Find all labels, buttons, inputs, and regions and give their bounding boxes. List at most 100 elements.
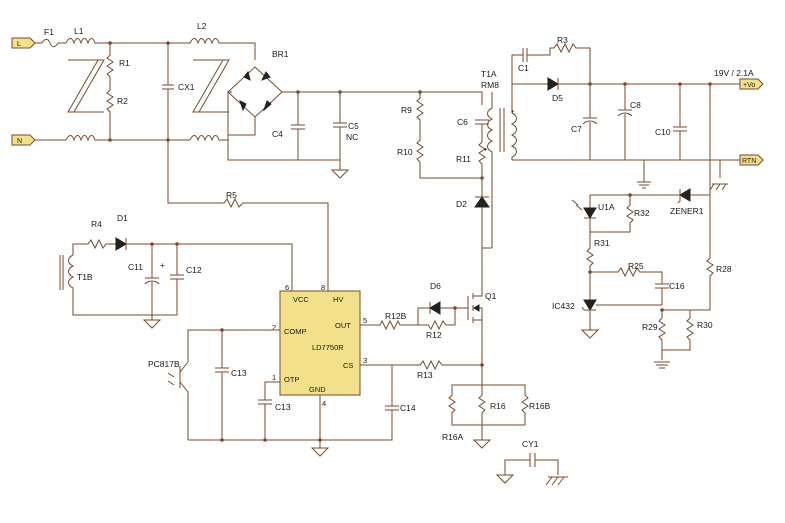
choke-l1-top	[65, 38, 165, 45]
u1a-label: U1A	[598, 202, 615, 212]
r12-label: R12	[426, 330, 442, 340]
r11-label: R11	[456, 154, 471, 164]
r28-label: R28	[716, 264, 732, 274]
vout-port-label: +Vo	[743, 82, 755, 89]
c13a-label: C13	[231, 368, 247, 378]
c8-label: C8	[630, 100, 641, 110]
c1-label: C1	[518, 63, 529, 73]
l1-label: L1	[74, 26, 84, 36]
hv-return	[227, 117, 341, 170]
r31-label: R31	[594, 238, 610, 248]
capacitor-c8	[617, 84, 633, 160]
r9-label: R9	[401, 105, 412, 115]
shunt-regulator-ic432	[583, 299, 597, 311]
ic-part-label: LD7750R	[312, 343, 344, 352]
c16-label: C16	[669, 281, 685, 291]
r29-label: R29	[642, 322, 658, 332]
rtn-port-label: RTN	[742, 158, 756, 165]
t1a-sec-leads	[511, 83, 540, 160]
line-input-port	[11, 37, 36, 49]
resistor-r5	[167, 140, 329, 283]
r16b-label: R16B	[529, 401, 551, 411]
transformer-t1a: T1A RM8 • •	[481, 69, 540, 248]
ground-secondary	[637, 160, 651, 189]
ground-cs	[472, 439, 492, 449]
vout-port	[739, 78, 764, 90]
u1a-light-arrows	[571, 199, 583, 211]
t1a-secondary-winding	[510, 112, 517, 158]
choke-l2-core2	[198, 59, 230, 113]
input-section: L N F1 L1 R1 R2 CX1 L2	[11, 21, 420, 179]
comp-wire	[187, 329, 280, 362]
mosfet-arrow	[473, 304, 480, 312]
neutral-port-label: N	[17, 138, 22, 145]
pin-cs-label: CS	[343, 361, 353, 370]
r4-wire	[72, 238, 116, 255]
pin8-number: 8	[321, 283, 325, 292]
c4-label: C4	[272, 129, 283, 139]
d2-bar	[475, 196, 489, 248]
cy1-body	[504, 453, 559, 475]
zener-diode	[679, 188, 691, 202]
resistor-r31	[586, 237, 594, 300]
capacitor-c13-otp	[258, 381, 280, 440]
snubber-c6-r11	[420, 91, 489, 178]
pin6-number: 6	[285, 283, 289, 292]
rm8-label: RM8	[481, 80, 499, 90]
ic-ld7750r	[279, 290, 361, 396]
pin-comp-label: COMP	[284, 327, 307, 336]
gate-drive-r12b	[360, 307, 430, 331]
d1-wire	[125, 238, 293, 283]
r13-label: R13	[417, 370, 433, 380]
pin-gnd-label: GND	[309, 385, 326, 394]
c5-note: NC	[346, 132, 358, 142]
pin5-number: 5	[363, 316, 367, 325]
mosfet-q1	[467, 280, 483, 365]
r16a-label: R16A	[442, 432, 464, 442]
capacitor-c10	[673, 84, 687, 160]
l2-label: L2	[197, 21, 207, 31]
bridge-diode-4	[262, 100, 272, 112]
comp-r25-c16	[590, 266, 669, 305]
choke-l2-core	[192, 59, 224, 113]
snubber-c1-r3	[511, 42, 591, 84]
ic-top-pins	[291, 283, 329, 291]
zener-wire	[590, 189, 681, 204]
t1b-winding	[68, 254, 152, 316]
rtn-port	[739, 154, 764, 166]
c13b-label: C13	[275, 402, 291, 412]
pin-vcc-label: VCC	[293, 295, 309, 304]
fuse-f1	[35, 38, 66, 48]
neutral-input-port	[11, 134, 36, 146]
gate-r12-d6	[418, 302, 456, 331]
pin-hv-label: HV	[333, 295, 343, 304]
d6-label: D6	[430, 281, 441, 291]
c6-label: C6	[457, 117, 468, 127]
ground-primary	[330, 169, 350, 179]
capacitor-c13-comp	[215, 330, 229, 440]
c10-label: C10	[655, 127, 671, 137]
r30-label: R30	[697, 320, 713, 330]
t1a-dot-pri: •	[484, 144, 487, 154]
capacitor-cx1	[162, 43, 174, 140]
aux-supply: R5 R4 D1 T1B C11 + C12	[59, 140, 329, 329]
choke-l1-bottom	[35, 135, 190, 142]
choke-l1-core	[67, 59, 99, 113]
cy1-label: CY1	[522, 439, 539, 449]
c12-label: C12	[186, 265, 202, 275]
c7-label: C7	[571, 124, 582, 134]
pin-otp-label: OTP	[284, 375, 299, 384]
output-bus	[557, 78, 740, 90]
zener-label: ZENER1	[670, 206, 704, 216]
br1-label: BR1	[272, 49, 289, 59]
bridge-diode-3	[239, 100, 247, 112]
d1-label: D1	[117, 213, 128, 223]
resistor-r32	[590, 195, 634, 233]
t1b-core	[59, 255, 64, 290]
ground-r29	[654, 361, 670, 369]
pin3-number: 3	[363, 356, 367, 365]
choke-l2-bottom	[189, 91, 232, 142]
pc817b-label: PC817B	[148, 359, 180, 369]
diode-d5	[547, 77, 559, 91]
pin1-number: 1	[272, 373, 276, 382]
